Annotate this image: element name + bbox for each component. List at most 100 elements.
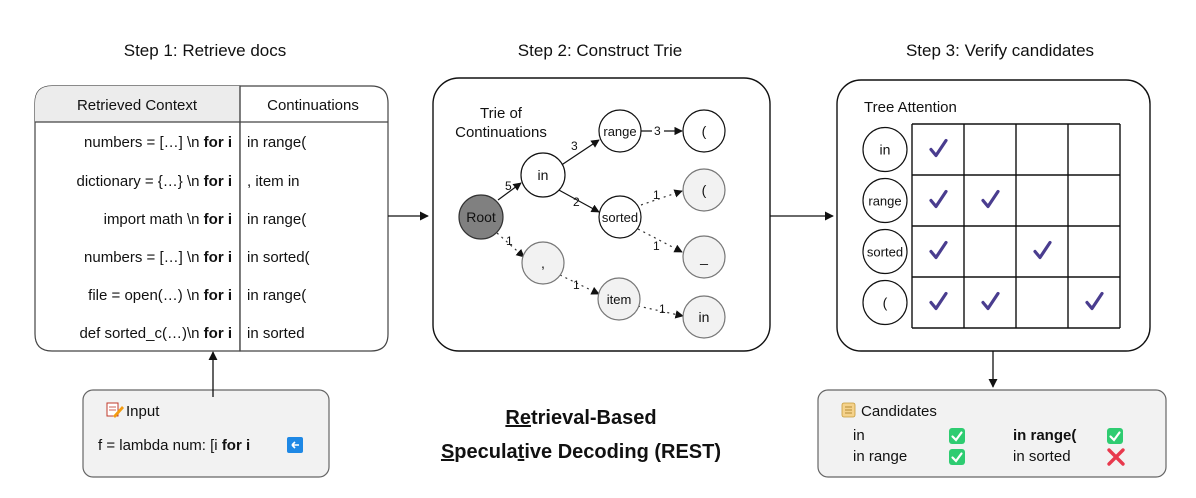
- input-title: Input: [126, 403, 160, 420]
- rejected-cross-icon: [1107, 448, 1125, 466]
- main-title-line2: Speculative Decoding (REST): [441, 441, 721, 463]
- table-rows: numbers = […] \n for i in range( dictionar…: [77, 134, 310, 342]
- continuation-cell: in sorted: [247, 325, 305, 342]
- step2-title: Step 2: Construct Trie: [518, 41, 682, 60]
- svg-text:(: (: [702, 182, 707, 198]
- edge-root-in: [497, 182, 522, 201]
- edge-label-root-comma: 1: [506, 234, 513, 248]
- check-mark-icon: [981, 291, 1000, 311]
- input-box: Input f = lambda num: [i for i: [82, 351, 330, 478]
- trie-node-paren1: (: [682, 109, 726, 153]
- svg-text:item: item: [607, 292, 632, 307]
- edge-in-sorted: [556, 188, 600, 213]
- continuation-cell: , item in: [247, 173, 300, 190]
- check-mark-icon: [929, 291, 948, 311]
- trie-node-comma: ,: [521, 241, 565, 285]
- table-row: def sorted_c(…)\n for i in sorted: [79, 325, 304, 342]
- retrieved-context-header: Retrieved Context: [77, 97, 198, 114]
- continuation-cell: in range(: [247, 287, 306, 304]
- edge-label-sorted-paren: 1: [653, 188, 660, 202]
- svg-text:in: in: [699, 309, 710, 325]
- step1-title: Step 1: Retrieve docs: [124, 41, 287, 60]
- svg-text:in: in: [880, 142, 891, 158]
- edge-label-root-in: 5: [505, 179, 512, 193]
- continuation-cell: in range(: [247, 211, 306, 228]
- trie-title-line1: Trie of: [480, 105, 523, 122]
- attention-title: Tree Attention: [864, 99, 957, 116]
- svg-text:range: range: [868, 194, 901, 209]
- edge-label-in-sorted: 2: [573, 195, 580, 209]
- svg-text:,: ,: [541, 255, 545, 271]
- edge-item-in: [637, 305, 684, 319]
- check-mark-icon: [929, 240, 948, 260]
- edge-comma-item: [559, 274, 600, 295]
- trie-node-item: item: [597, 277, 641, 321]
- step3-title: Step 3: Verify candidates: [906, 41, 1094, 60]
- trie-node-sorted: sorted: [598, 195, 642, 239]
- attention-row-label: in: [862, 126, 908, 173]
- retrieved-context-cell: dictionary = {…} \n for i: [77, 173, 233, 190]
- edge-sorted-underscore: [637, 228, 683, 253]
- svg-text:(: (: [883, 295, 888, 311]
- candidate-label: in: [853, 427, 865, 444]
- trie-node-paren2: (: [682, 168, 726, 212]
- trie-node-range: range: [598, 109, 642, 153]
- main-title: Retrieval-Based Speculative Decoding (RE…: [441, 407, 721, 463]
- candidate-label: in range(: [1013, 427, 1076, 444]
- edge-label-in-range: 3: [571, 139, 578, 153]
- trie-edges: 5 1 3 2 3 1 1 1 1: [496, 124, 684, 319]
- retrieved-context-cell: numbers = […] \n for i: [84, 134, 232, 151]
- candidates-title: Candidates: [861, 403, 937, 420]
- trie-node-underscore: _: [682, 235, 726, 279]
- candidates-box: Candidates in in range in range( in sorted: [817, 389, 1167, 478]
- check-mark-icon: [929, 138, 948, 158]
- svg-text:_: _: [699, 249, 708, 265]
- continuations-header: Continuations: [267, 97, 359, 114]
- check-mark-icon: [929, 189, 948, 209]
- svg-text:sorted: sorted: [867, 245, 903, 260]
- table-row: numbers = […] \n for i in range(: [84, 134, 306, 151]
- attention-grid: in range sorted (: [862, 123, 1121, 329]
- continuation-cell: in range(: [247, 134, 306, 151]
- scroll-icon: [841, 402, 856, 418]
- candidate-item: in: [853, 427, 965, 444]
- candidate-label: in sorted: [1013, 448, 1071, 465]
- candidate-item: in range: [853, 448, 965, 465]
- edge-sorted-paren: [640, 189, 683, 206]
- check-mark-icon: [1033, 240, 1052, 260]
- svg-text:sorted: sorted: [602, 210, 638, 225]
- accepted-check-icon: [949, 428, 965, 444]
- retrieved-context-cell: def sorted_c(…)\n for i: [79, 325, 232, 342]
- input-text: f = lambda num: [i for i: [98, 437, 250, 454]
- continuation-cell: in sorted(: [247, 249, 310, 266]
- edge-root-comma: [496, 232, 525, 258]
- enter-key-icon: [287, 437, 303, 453]
- candidate-label: in range: [853, 448, 907, 465]
- trie-panel: Trie of Continuations 5 1 3 2 3 1 1 1 1: [432, 77, 771, 352]
- attention-panel: Tree Attention in range sorted (: [836, 79, 1151, 352]
- accepted-check-icon: [949, 449, 965, 465]
- trie-title-line2: Continuations: [455, 124, 547, 141]
- candidate-item: in range(: [1013, 427, 1123, 444]
- attention-row-label: sorted: [862, 228, 908, 275]
- memo-icon: [106, 402, 124, 418]
- main-title-line1: Retrieval-Based: [505, 407, 656, 429]
- attention-row-label: range: [862, 177, 908, 224]
- svg-text:in: in: [538, 167, 549, 183]
- check-mark-icon: [1085, 291, 1104, 311]
- edge-label-sorted-underscore: 1: [653, 239, 660, 253]
- edge-in-range: [559, 139, 600, 167]
- candidate-item: in sorted: [1013, 448, 1125, 466]
- trie-node-in2: in: [682, 295, 726, 339]
- check-mark-icon: [981, 189, 1000, 209]
- trie-node-in: in: [520, 152, 566, 198]
- svg-text:Root: Root: [466, 209, 496, 225]
- table-row: dictionary = {…} \n for i , item in: [77, 173, 300, 190]
- candidate-list: in in range in range( in sorted: [853, 427, 1125, 466]
- svg-text:(: (: [702, 123, 707, 139]
